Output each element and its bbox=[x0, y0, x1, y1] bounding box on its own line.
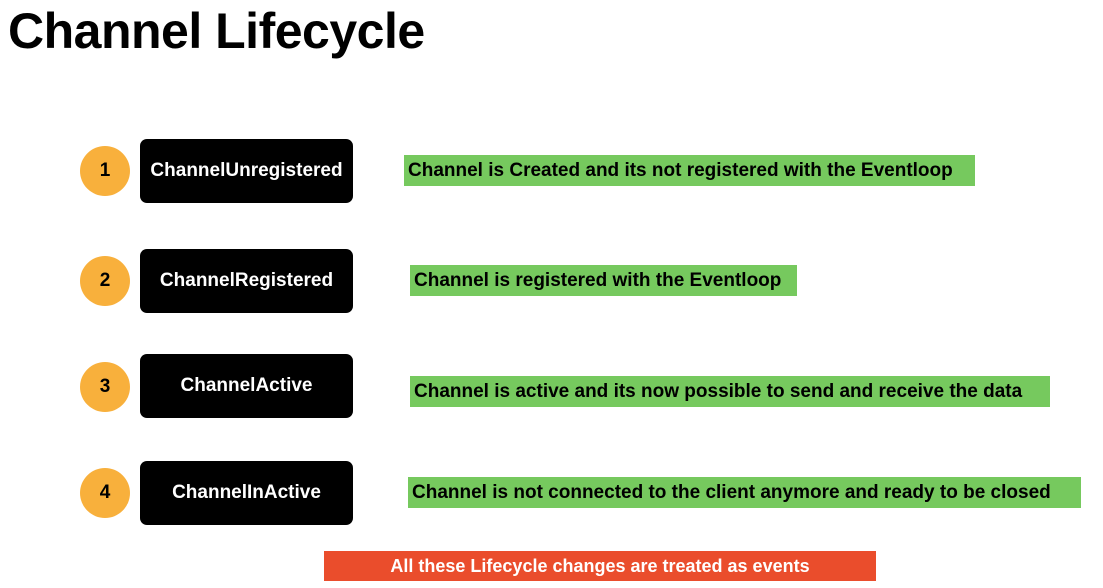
step-3-state-box: ChannelActive bbox=[140, 354, 353, 418]
step-1-state-box: ChannelUnregistered bbox=[140, 139, 353, 203]
step-3-description: Channel is active and its now possible t… bbox=[410, 376, 1050, 407]
step-2-number-badge: 2 bbox=[80, 256, 130, 306]
step-2-state-box: ChannelRegistered bbox=[140, 249, 353, 313]
step-3-number-badge: 3 bbox=[80, 362, 130, 412]
step-4-description: Channel is not connected to the client a… bbox=[408, 477, 1081, 508]
step-1-number-badge: 1 bbox=[80, 146, 130, 196]
step-4-number-badge: 4 bbox=[80, 468, 130, 518]
step-4-state-box: ChannelInActive bbox=[140, 461, 353, 525]
page-title: Channel Lifecycle bbox=[8, 3, 425, 59]
step-2-description: Channel is registered with the Eventloop bbox=[410, 265, 797, 296]
events-footer-banner: All these Lifecycle changes are treated … bbox=[324, 551, 876, 581]
step-1-description: Channel is Created and its not registere… bbox=[404, 155, 975, 186]
